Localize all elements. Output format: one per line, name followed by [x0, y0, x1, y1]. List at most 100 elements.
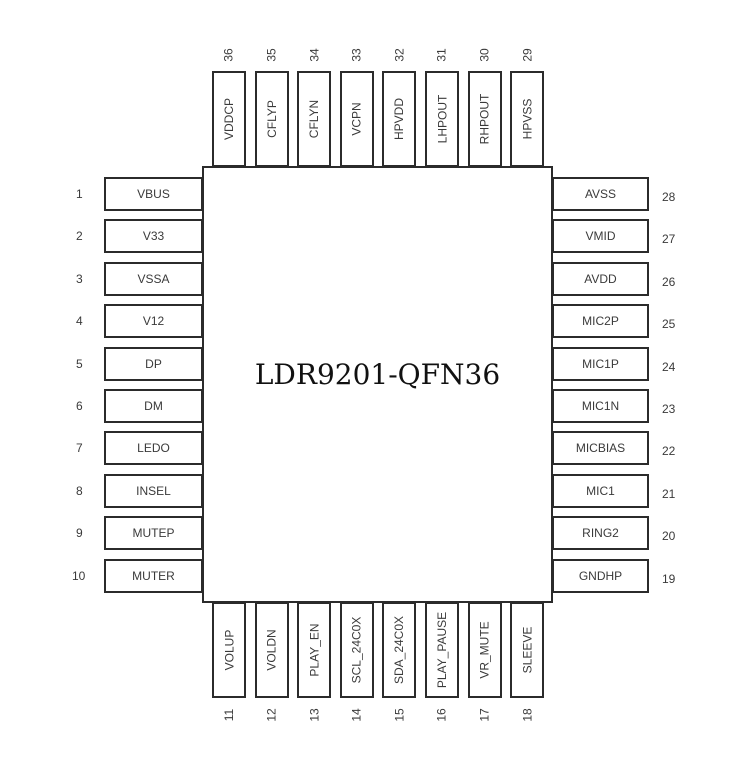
pin-number: 16: [434, 708, 449, 722]
pin-number: 10: [72, 568, 86, 583]
pin-number: 18: [520, 708, 535, 722]
pin-name: HPVDD: [392, 97, 407, 141]
pin-number: 11: [222, 708, 236, 722]
pin-name: AVSS: [584, 187, 617, 201]
pin-name: DP: [145, 356, 162, 371]
pin-number: 31: [434, 48, 449, 62]
pin-name: MICBIAS: [575, 441, 626, 456]
pin-number-wrap: 17: [468, 706, 502, 724]
pin-number: 24: [662, 359, 676, 374]
pin-number: 21: [662, 486, 676, 501]
pin-number-wrap: 18: [510, 706, 544, 724]
pin-box-25: MIC2P: [552, 304, 649, 339]
pin-number: 13: [307, 708, 322, 722]
pin-number-wrap: 32: [382, 46, 416, 64]
pin-number: 23: [662, 402, 676, 416]
pin-number: 7: [76, 441, 83, 456]
pin-box-10: MUTER: [104, 558, 203, 593]
pin-number: 34: [307, 48, 322, 62]
pin-number-wrap: 12: [255, 706, 289, 724]
pin-name: MIC1P: [582, 356, 619, 371]
pin-box-13: PLAY_EN: [297, 602, 332, 698]
pin-name: SCL_24C0X: [349, 616, 364, 684]
pin-name: VCPN: [349, 102, 364, 136]
pin-number: 3: [76, 271, 83, 286]
pin-number: 9: [76, 526, 83, 541]
pin-name: VOLUP: [222, 629, 236, 671]
pin-name: VSSA: [137, 271, 170, 286]
pin-number-wrap: 14: [340, 706, 374, 724]
pin-name: CFLYP: [264, 100, 279, 138]
pin-box-33: VCPN: [339, 71, 374, 167]
pin-name: VR_MUTE: [477, 621, 492, 679]
pin-box-32: HPVDD: [382, 71, 417, 167]
pin-name: MIC1N: [581, 399, 620, 413]
pin-box-27: VMID: [552, 219, 649, 254]
pin-name: V12: [142, 314, 165, 329]
pin-box-3: VSSA: [104, 261, 203, 296]
pin-box-9: MUTEP: [104, 516, 203, 551]
pin-name: VMID: [585, 229, 616, 244]
pin-number: 12: [264, 708, 279, 722]
pin-number: 15: [392, 708, 407, 722]
pin-name: VDDCP: [222, 97, 237, 141]
pin-number-wrap: 35: [255, 46, 289, 64]
pin-name: SLEEVE: [520, 626, 535, 674]
pin-number: 5: [76, 356, 83, 371]
pin-box-14: SCL_24C0X: [339, 602, 374, 698]
pin-box-23: MIC1N: [552, 389, 649, 423]
pin-number-wrap: 33: [340, 46, 374, 64]
pin-number-wrap: 34: [297, 46, 331, 64]
pin-number-wrap: 13: [297, 706, 331, 724]
pin-box-29: HPVSS: [510, 71, 545, 167]
pin-number: 6: [76, 399, 83, 413]
pin-number-wrap: 15: [382, 706, 416, 724]
pin-name: CFLYN: [307, 99, 322, 139]
pin-number: 17: [477, 708, 492, 722]
pin-box-8: INSEL: [104, 473, 203, 508]
chip-title: LDR9201-QFN36: [254, 358, 501, 391]
pin-name: VBUS: [137, 187, 170, 201]
pin-name: DM: [144, 399, 163, 413]
pin-box-36: VDDCP: [212, 71, 246, 167]
pin-number: 2: [76, 229, 83, 244]
pin-box-26: AVDD: [552, 261, 649, 296]
pin-box-22: MICBIAS: [552, 431, 649, 466]
pin-number: 14: [349, 708, 364, 722]
pin-name: HPVSS: [520, 98, 535, 140]
pin-number: 27: [662, 232, 676, 247]
pin-name: LHPOUT: [435, 94, 449, 144]
pin-number: 33: [349, 48, 364, 62]
pin-number: 32: [392, 48, 407, 62]
pin-box-35: CFLYP: [254, 71, 289, 167]
pin-box-19: GNDHP: [552, 558, 649, 593]
pin-number: 4: [76, 314, 83, 329]
pin-box-1: VBUS: [104, 177, 203, 211]
pin-box-31: LHPOUT: [425, 71, 459, 167]
pin-box-12: VOLDN: [254, 602, 289, 698]
pin-name: PLAY_EN: [307, 623, 322, 677]
pin-name: RING2: [582, 526, 619, 541]
pin-name: V33: [142, 229, 165, 244]
pin-number-wrap: 36: [212, 46, 246, 64]
pin-number-wrap: 11: [212, 706, 246, 724]
pin-box-11: VOLUP: [212, 602, 246, 698]
pin-number: 30: [477, 48, 492, 62]
pin-number: 1: [76, 187, 83, 201]
pin-name: MIC2P: [582, 314, 619, 329]
pin-name: INSEL: [136, 483, 171, 498]
pin-name: MUTEP: [132, 526, 175, 541]
pin-box-6: DM: [104, 389, 203, 423]
pin-number: 25: [662, 317, 676, 332]
pin-number: 26: [662, 274, 676, 289]
pin-name: AVDD: [584, 271, 617, 286]
pin-box-4: V12: [104, 304, 203, 339]
pin-box-15: SDA_24C0X: [382, 602, 417, 698]
pin-number: 22: [662, 444, 676, 459]
pin-number: 29: [520, 48, 535, 62]
pin-name: GNDHP: [578, 568, 623, 583]
pin-box-5: DP: [104, 346, 203, 381]
pin-box-2: V33: [104, 219, 203, 254]
pin-name: VOLDN: [264, 629, 279, 671]
